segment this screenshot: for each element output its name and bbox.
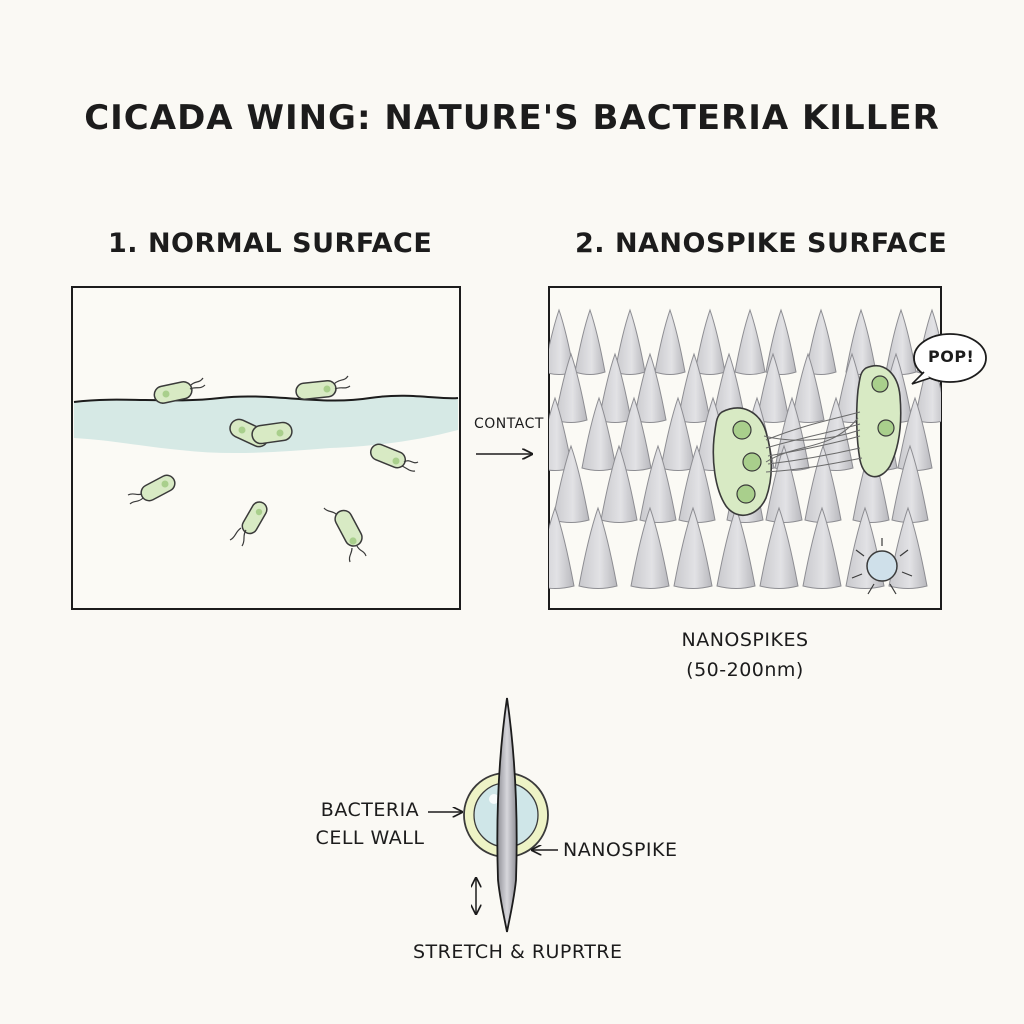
nanospike-cone <box>677 352 711 423</box>
nanospike-cone <box>791 352 825 423</box>
nanospike-cone <box>574 308 606 375</box>
nanospike-cone <box>734 308 766 375</box>
bacterium <box>295 375 351 401</box>
nanospike-cone <box>616 396 652 471</box>
nanospikes-label-line2: (50-200nm) <box>686 659 804 681</box>
normal-surface-panel <box>71 286 461 610</box>
nanospike-cone <box>614 308 646 375</box>
cell-wall-label-line1: BACTERIA <box>320 799 420 821</box>
nanospikes-label: NANOSPIKES (50-200nm) <box>640 625 850 685</box>
nanospike-cone <box>818 396 854 471</box>
bacterium <box>369 443 419 472</box>
nanospike-cone <box>716 506 756 589</box>
nanospike-cone <box>581 396 617 471</box>
nanospike-cone <box>765 444 803 523</box>
nanospike-cone <box>552 444 590 523</box>
nanospikes-label-line1: NANOSPIKES <box>681 629 809 651</box>
nanospike-cone <box>694 308 726 375</box>
stretch-fibers <box>763 411 863 473</box>
nanospike-cone <box>633 352 667 423</box>
nanospike-surface-panel <box>548 286 987 610</box>
contact-label: CONTACT <box>474 416 544 432</box>
bacterium <box>323 507 367 563</box>
nanospike-cone <box>630 506 670 589</box>
nanospike-label: NANOSPIKE <box>563 839 678 861</box>
pop-label: POP! <box>928 347 975 366</box>
nanospike-cone <box>756 352 790 423</box>
nanospike-cone <box>888 506 928 589</box>
bacterium <box>229 501 268 547</box>
nanospike-cone <box>759 506 799 589</box>
nanospike-cone <box>673 506 713 589</box>
panel-title-nanospike-surface: 2. NANOSPIKE SURFACE <box>575 228 948 259</box>
bacterium <box>153 377 206 404</box>
nanospike-cone <box>805 308 837 375</box>
bacterium-pair <box>229 418 293 448</box>
nanospike-cone <box>578 506 618 589</box>
nanospike-cone <box>598 352 632 423</box>
page-title: CICADA WING: NATURE'S BACTERIA KILLER <box>84 98 940 138</box>
stretched-bacterium <box>855 365 902 478</box>
pop-speech-bubble <box>911 333 987 385</box>
nanospike-cone <box>654 308 686 375</box>
bacterium <box>127 474 176 505</box>
nanospike-field <box>549 308 941 589</box>
nanospike-cone <box>549 396 573 471</box>
cell-wall-label-line2: CELL WALL <box>315 827 425 849</box>
nanospike-needle <box>496 697 518 933</box>
nanospike-cone <box>549 506 575 589</box>
cell-wall-label: BACTERIA CELL WALL <box>305 796 435 852</box>
detail-illustration <box>428 697 558 933</box>
panel-title-normal-surface: 1. NORMAL SURFACE <box>108 228 433 259</box>
nanospike-cone <box>660 396 696 471</box>
nanospike-cone <box>802 506 842 589</box>
nanospike-cone <box>639 444 677 523</box>
nanospike-cone <box>678 444 716 523</box>
nanospike-cone <box>600 444 638 523</box>
stretched-bacterium <box>712 407 773 517</box>
burst-bacterium <box>851 538 913 595</box>
stretch-rupture-label: STRETCH & RUPRTRE <box>413 941 623 963</box>
nanospike-cone <box>549 308 575 375</box>
nanospike-cone <box>554 352 588 423</box>
